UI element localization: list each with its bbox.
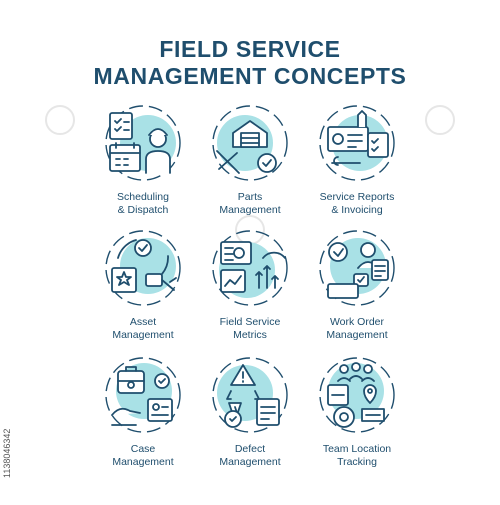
invoice-report-icon: [319, 105, 395, 181]
concept-label-line-1: Field Service: [219, 316, 281, 328]
concept-label-line-2: Management: [112, 328, 174, 341]
defect-warning-icon: [212, 357, 288, 433]
concept-asset-management: Asset Management: [63, 228, 223, 348]
concept-label-line-1: Defect: [234, 443, 266, 455]
concept-label-line-1: Scheduling: [117, 191, 169, 203]
concept-case-management: Case Management: [63, 355, 223, 475]
concept-label-line-1: Case: [130, 443, 156, 455]
concept-work-order-management: Work Order Management: [277, 228, 437, 348]
concept-team-location-tracking: Team Location Tracking: [277, 355, 437, 475]
concept-label-line-2: & Invoicing: [331, 203, 383, 216]
concept-label-line-1: Asset: [129, 316, 157, 328]
warehouse-tools-icon: [212, 105, 288, 181]
concept-label-line-2: Management: [219, 455, 281, 468]
concept-label-line-1: Parts: [237, 191, 263, 203]
team-location-icon: [319, 357, 395, 433]
metrics-dashboard-icon: [212, 230, 288, 306]
stock-image-id-text: 1138046342: [2, 428, 12, 478]
concept-field-service-metrics: Field Service Metrics: [170, 228, 330, 348]
concept-service-reports-invoicing: Service Reports & Invoicing: [277, 103, 437, 223]
concept-label-line-2: & Dispatch: [117, 203, 169, 216]
page-title-line-1: FIELD SERVICE: [159, 36, 341, 62]
calendar-worker-icon: [105, 105, 181, 181]
work-order-icon: [319, 230, 395, 306]
concept-scheduling-dispatch: Scheduling & Dispatch: [63, 103, 223, 223]
concept-parts-management: Parts Management: [170, 103, 330, 223]
concept-label-line-1: Team Location: [322, 443, 392, 455]
concept-label-line-2: Management: [326, 328, 388, 341]
concept-defect-management: Defect Management: [170, 355, 330, 475]
concept-label-line-2: Tracking: [337, 455, 377, 468]
concept-label-line-1: Work Order: [329, 316, 385, 328]
asset-cycle-icon: [105, 230, 181, 306]
case-briefcase-icon: [105, 357, 181, 433]
concept-label-line-1: Service Reports: [319, 191, 395, 203]
concept-label-line-2: Management: [112, 455, 174, 468]
concept-label-line-2: Management: [219, 203, 281, 216]
stock-image-id: 1138046342: [0, 378, 14, 478]
concept-label-line-2: Metrics: [233, 328, 267, 341]
page-title-line-2: MANAGEMENT CONCEPTS: [93, 63, 407, 89]
